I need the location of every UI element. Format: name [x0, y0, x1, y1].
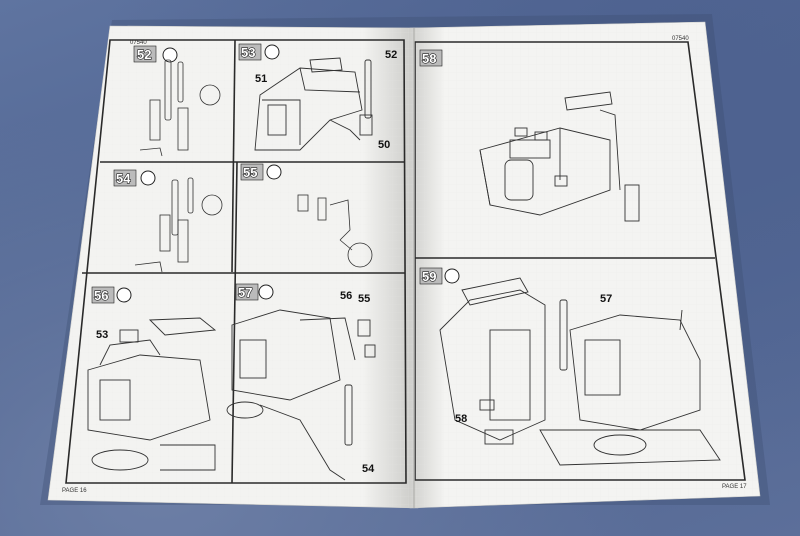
right-page: 58 59 — [409, 21, 761, 509]
step-badge-53: 53 — [238, 43, 280, 61]
truck-cab-drawing — [254, 57, 373, 151]
callout-58: 58 — [455, 413, 467, 425]
callout-55: 55 — [358, 293, 370, 305]
sleeper-interior-drawing — [479, 91, 640, 222]
callout-57: 57 — [600, 293, 612, 305]
svg-text:59: 59 — [422, 269, 436, 284]
callout-52: 52 — [385, 49, 397, 61]
step-badge-56: 56 — [91, 286, 132, 304]
callout-51: 51 — [255, 73, 267, 85]
svg-text:58: 58 — [422, 51, 436, 66]
right-page-footer: PAGE 17 — [722, 484, 747, 490]
svg-text:52: 52 — [137, 47, 151, 62]
step-badge-55: 55 — [240, 163, 282, 181]
svg-text:57: 57 — [238, 285, 252, 300]
left-page-code: 07540 — [130, 40, 147, 46]
handle-parts-drawing — [297, 194, 373, 268]
step-badge-58: 58 — [419, 49, 443, 67]
callout-56: 56 — [340, 290, 352, 302]
left-page-footer: PAGE 16 — [62, 488, 87, 494]
cab-exhaust-drawing — [226, 309, 376, 481]
svg-text:54: 54 — [116, 171, 131, 186]
cab-roof-drawing — [87, 317, 217, 471]
exhaust-parts-drawing — [139, 59, 221, 157]
svg-text:55: 55 — [243, 165, 257, 180]
step-badge-54: 54 — [113, 169, 156, 187]
callout-50: 50 — [378, 139, 390, 151]
step-badge-59: 59 — [419, 267, 460, 285]
callout-53: 53 — [96, 329, 108, 341]
svg-text:53: 53 — [241, 45, 255, 60]
left-page: 52 53 54 55 56 57 — [47, 25, 419, 509]
right-page-code: 07540 — [672, 36, 689, 42]
step-badge-52: 52 — [133, 45, 178, 63]
callout-54: 54 — [362, 463, 375, 475]
svg-text:56: 56 — [94, 288, 108, 303]
step-badge-57: 57 — [235, 283, 274, 301]
mirror-parts-drawing — [134, 177, 223, 273]
full-cab-assembly-drawing — [439, 277, 721, 466]
